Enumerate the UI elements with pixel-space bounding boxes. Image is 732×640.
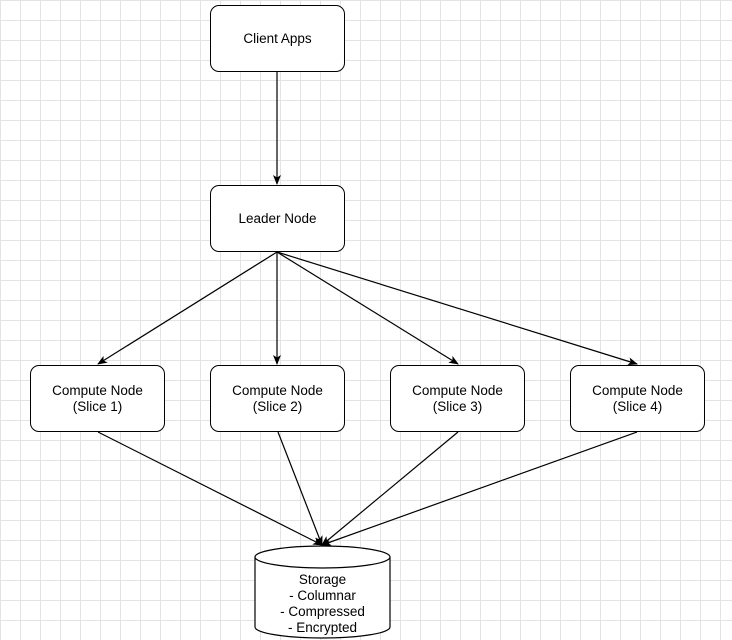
node-compute-3[interactable]: Compute Node (Slice 3) [390,365,525,432]
edge-compute-3-to-storage [321,431,459,546]
node-compute-2-slice: (Slice 2) [252,398,303,414]
node-client-apps-label: Client Apps [243,30,312,46]
node-storage-label: Storage - Columnar - Compressed - Encryp… [255,572,390,636]
node-compute-4[interactable]: Compute Node (Slice 4) [570,365,705,432]
node-client-apps[interactable]: Client Apps [210,5,345,72]
storage-title: Storage [298,572,347,587]
storage-feature-columnar: - Columnar [289,588,356,603]
edge-compute-1-to-storage [97,431,323,546]
node-compute-3-slice: (Slice 3) [432,398,483,414]
node-compute-1[interactable]: Compute Node (Slice 1) [30,365,165,432]
edge-leader-to-compute-3 [276,251,459,365]
edge-leader-to-compute-1 [97,251,278,365]
node-leader-label: Leader Node [238,210,317,226]
node-compute-3-title: Compute Node [412,382,503,398]
node-compute-4-slice: (Slice 4) [612,398,663,414]
node-compute-1-title: Compute Node [52,382,143,398]
node-compute-1-slice: (Slice 1) [72,398,123,414]
edge-leader-to-compute-4 [276,251,638,366]
node-compute-2-title: Compute Node [232,382,323,398]
edge-compute-2-to-storage [277,431,323,546]
storage-feature-compressed: - Compressed [280,604,365,619]
edge-compute-4-to-storage [321,431,638,546]
node-compute-4-title: Compute Node [592,382,683,398]
node-compute-2[interactable]: Compute Node (Slice 2) [210,365,345,432]
storage-feature-encrypted: - Encrypted [287,620,358,635]
node-leader[interactable]: Leader Node [210,185,345,252]
